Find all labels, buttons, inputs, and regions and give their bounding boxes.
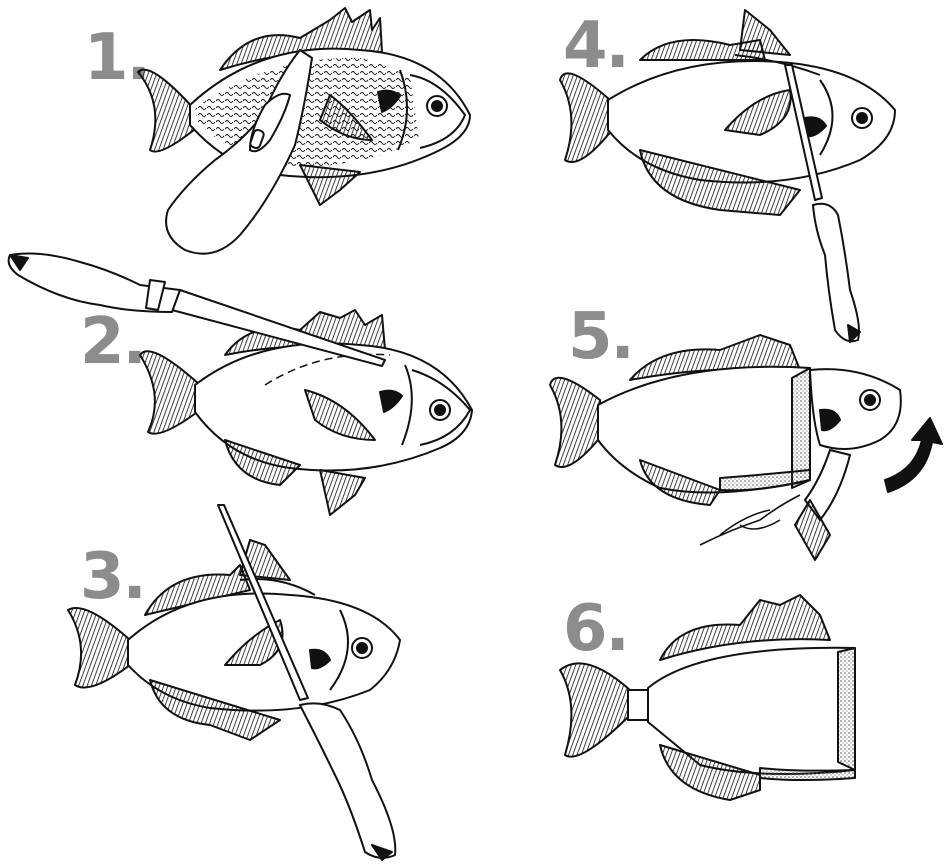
step-6-illustration: [560, 595, 855, 800]
step-2-illustration: [9, 254, 472, 515]
step-1-illustration: [138, 8, 470, 254]
step-4-illustration: [560, 10, 895, 342]
fillet-knife-icon: [9, 254, 385, 366]
step-3-illustration: [68, 505, 400, 860]
step-5-illustration: [550, 335, 942, 560]
